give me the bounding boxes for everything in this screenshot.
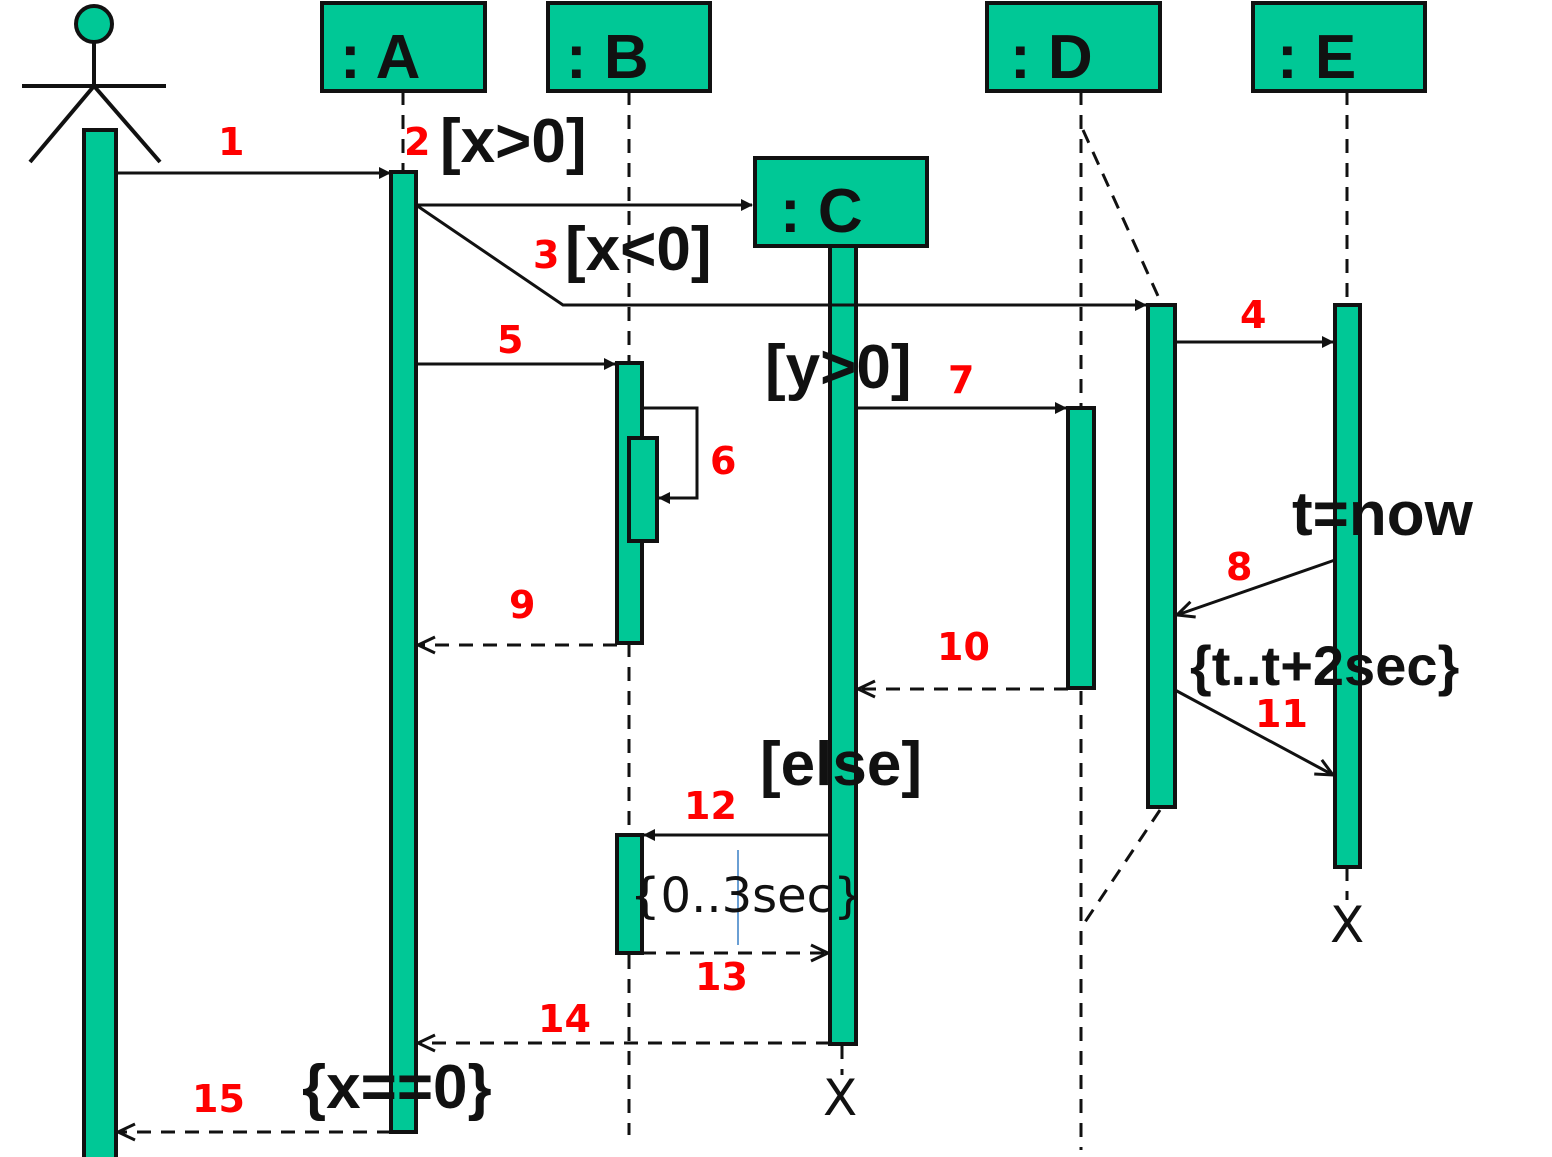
message-3 [415, 203, 1147, 311]
object-d-label: : D [1010, 23, 1093, 92]
message-number-11: 11 [1255, 692, 1308, 736]
message-numbers: 1 2 3 4 5 6 7 8 9 10 11 12 13 14 15 [192, 120, 1308, 1121]
object-c-label: : C [780, 177, 863, 246]
destroy-marks: X X [823, 896, 1364, 1127]
constraint-t-range: {t..t+2sec} [1190, 634, 1459, 697]
message-number-6: 6 [710, 439, 736, 483]
message-number-10: 10 [937, 625, 990, 669]
guards: [x>0] [x<0] [y>0] [else] [440, 107, 922, 799]
message-number-15: 15 [192, 1077, 245, 1121]
message-number-12: 12 [684, 784, 737, 828]
object-a: : A [320, 1, 487, 93]
guard-x-gt-0: [x>0] [440, 107, 586, 176]
actor-icon [22, 4, 166, 164]
message-number-14: 14 [538, 997, 591, 1041]
message-number-5: 5 [497, 318, 523, 362]
message-8 [1177, 558, 1336, 615]
constraint-t-now: t=now [1292, 480, 1474, 549]
activation-b-2 [615, 833, 644, 955]
constraint-x-eq-0: {x==0} [302, 1053, 492, 1122]
destroy-mark-e: X [1330, 896, 1364, 954]
object-e-label: : E [1277, 23, 1356, 92]
object-d: : D [985, 1, 1162, 93]
destroy-mark-c: X [823, 1069, 857, 1127]
message-number-9: 9 [509, 583, 535, 627]
object-c: : C [753, 156, 929, 248]
activation-c [828, 244, 858, 1046]
activation-d-region [1146, 303, 1177, 809]
activations [82, 128, 1362, 1157]
message-number-4: 4 [1240, 293, 1266, 337]
message-number-7: 7 [948, 358, 974, 402]
message-number-8: 8 [1226, 545, 1252, 589]
activation-b-nested [627, 436, 659, 543]
object-e: : E [1251, 1, 1427, 93]
guard-x-lt-0: [x<0] [565, 215, 711, 284]
message-11 [1174, 688, 1333, 775]
constraints: t=now {t..t+2sec} {0..3sec} {x==0} [302, 480, 1474, 1122]
constraint-zero-three: {0..3sec} [630, 868, 864, 924]
object-b: : B [546, 1, 712, 93]
message-6 [642, 406, 699, 504]
message-number-2: 2 [404, 120, 430, 164]
region-d-top [1081, 129, 1160, 297]
activation-d [1066, 406, 1096, 690]
activation-e [1333, 303, 1362, 869]
message-number-1: 1 [218, 120, 244, 164]
activation-actor [82, 128, 118, 1157]
message-number-3: 3 [533, 233, 559, 277]
region-d-bottom [1081, 809, 1162, 926]
activation-a [389, 170, 418, 1134]
object-b-label: : B [566, 23, 649, 92]
messages [116, 167, 1336, 1132]
object-a-label: : A [340, 23, 420, 92]
message-number-13: 13 [695, 955, 748, 999]
guard-else: [else] [760, 730, 922, 799]
guard-y-gt-0: [y>0] [765, 333, 911, 402]
